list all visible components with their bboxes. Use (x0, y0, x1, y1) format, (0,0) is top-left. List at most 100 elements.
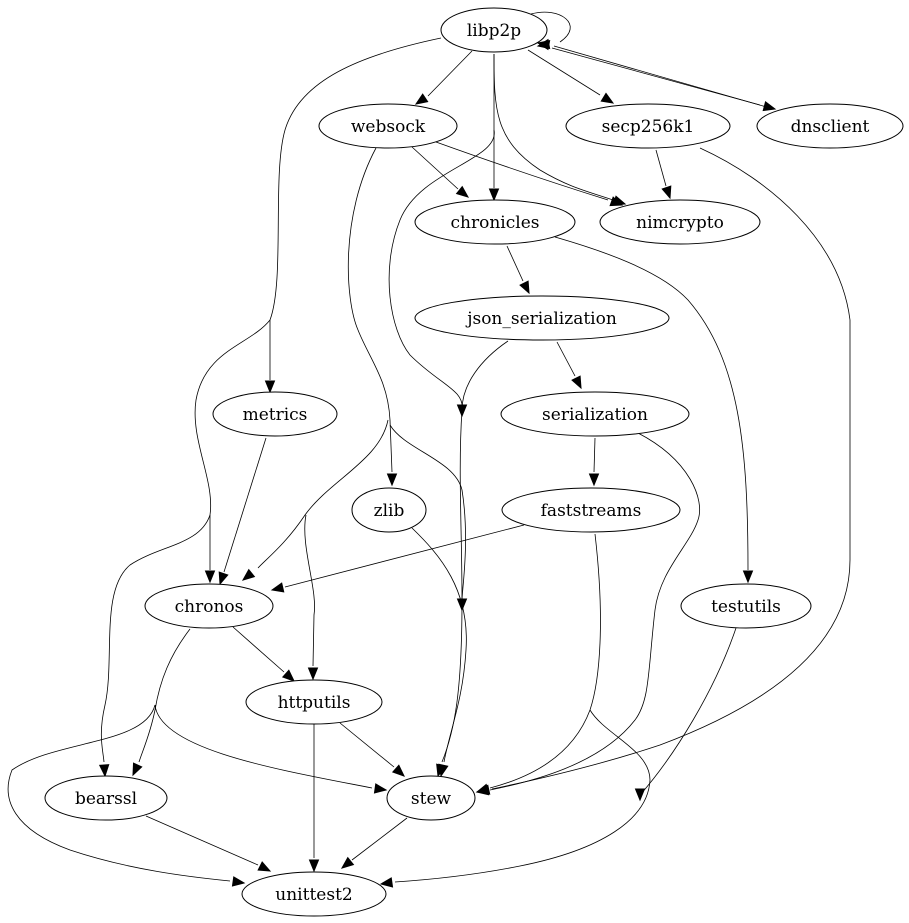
edge-line (394, 709, 651, 883)
edge-line (194, 319, 271, 570)
node-label: libp2p (467, 21, 521, 41)
arrowhead (600, 92, 615, 104)
edge-serialization-to-faststreams (588, 437, 600, 487)
edge-line (145, 815, 259, 866)
edge-serialization-to-stew (475, 432, 700, 796)
edge-line (232, 626, 285, 673)
edge-chronos-to-unittest2 (7, 704, 246, 887)
node-label: chronos (175, 597, 244, 617)
edge-line (388, 129, 495, 763)
edge-line (593, 437, 596, 473)
edge-faststreams-to-chronos (270, 524, 525, 593)
edge-line (389, 424, 466, 601)
edge-chronos-to-httputils (232, 626, 295, 682)
arrowhead (281, 669, 295, 682)
arrowhead (488, 188, 500, 202)
node-label: chronicles (451, 213, 540, 233)
node-label: dnsclient (791, 117, 870, 137)
edge-line (351, 817, 408, 861)
edge-line (347, 147, 393, 473)
node-metrics: metrics (212, 391, 338, 437)
arrowhead (340, 856, 355, 869)
edge-metrics-to-chronos (218, 437, 267, 586)
node-label: nimcrypto (636, 213, 724, 233)
arrowhead (609, 196, 624, 207)
edge-json_serialization-to-stew (456, 340, 509, 418)
edge-line (223, 437, 267, 573)
edge-httputils-to-unittest2 (308, 724, 320, 873)
node-chronos: chronos (144, 583, 274, 629)
edge-chronicles-to-json_serialization (506, 245, 530, 295)
edge-line (339, 722, 395, 768)
node-ellipse (144, 583, 274, 629)
node-bearssl: bearssl (44, 775, 168, 821)
edge-line (427, 50, 473, 97)
node-serialization: serialization (500, 391, 690, 437)
node-label: metrics (243, 405, 308, 425)
edge-line (556, 341, 576, 377)
edges-layer (7, 11, 851, 888)
edge-dnsclient-to-libp2p (536, 39, 771, 109)
edge-chronos-to-stew (154, 704, 388, 794)
node-label: testutils (711, 597, 781, 617)
node-zlib: zlib (351, 487, 427, 533)
arrowhead (588, 473, 600, 487)
edge-line (154, 704, 373, 789)
node-ellipse (500, 391, 690, 437)
edge-line (269, 37, 442, 380)
node-websock: websock (318, 103, 458, 149)
edge-websock-to-zlib (347, 147, 398, 487)
arrowhead (308, 859, 320, 873)
edge-libp2p-to-bearssl (98, 514, 211, 778)
arrowhead (270, 582, 285, 593)
node-label: httputils (278, 693, 351, 713)
arrowhead (571, 375, 582, 390)
arrowhead (307, 667, 319, 681)
node-nimcrypto: nimcrypto (599, 199, 761, 245)
edge-faststreams-to-unittest2 (379, 709, 651, 888)
arrowhead (132, 762, 143, 777)
edge-libp2p-to-metrics (264, 37, 442, 394)
node-label: serialization (542, 405, 648, 425)
edge-line (304, 514, 315, 667)
edge-testutils-to-unittest2 (634, 627, 737, 802)
node-ellipse (245, 679, 383, 725)
node-ellipse (241, 871, 387, 917)
node-label: unittest2 (275, 885, 352, 905)
arrowhead (414, 93, 429, 105)
arrowhead (257, 861, 272, 872)
edge-libp2p-to-dnsclient (551, 47, 777, 112)
arrowhead (661, 185, 672, 200)
edge-faststreams-to-stew (475, 533, 601, 794)
node-ellipse (351, 487, 427, 533)
edge-line (491, 147, 851, 790)
node-ellipse (756, 103, 904, 149)
arrowhead (742, 570, 754, 584)
arrowhead (204, 570, 216, 584)
node-httputils: httputils (245, 679, 383, 725)
arrowhead (231, 876, 246, 887)
edge-websock-to-nimcrypto (435, 141, 624, 207)
node-ellipse (680, 583, 812, 629)
node-ellipse (599, 199, 761, 245)
edge-line (411, 146, 459, 190)
edge-line (506, 245, 524, 282)
node-ellipse (414, 295, 670, 341)
node-ellipse (212, 391, 338, 437)
node-label: bearssl (75, 789, 137, 809)
edge-line (100, 514, 211, 763)
node-testutils: testutils (680, 583, 812, 629)
arrowhead (455, 185, 470, 198)
node-secp256k1: secp256k1 (565, 103, 731, 149)
edge-websock-to-httputils (304, 514, 319, 681)
node-chronicles: chronicles (414, 199, 576, 245)
edge-line (284, 524, 525, 588)
node-label: stew (411, 789, 452, 809)
node-ellipse (501, 487, 681, 533)
edge-line (435, 141, 609, 201)
node-label: json_serialization (465, 309, 617, 329)
arrowhead (218, 571, 229, 586)
edge-line (411, 527, 467, 763)
edge-chronicles-to-testutils (554, 236, 754, 584)
